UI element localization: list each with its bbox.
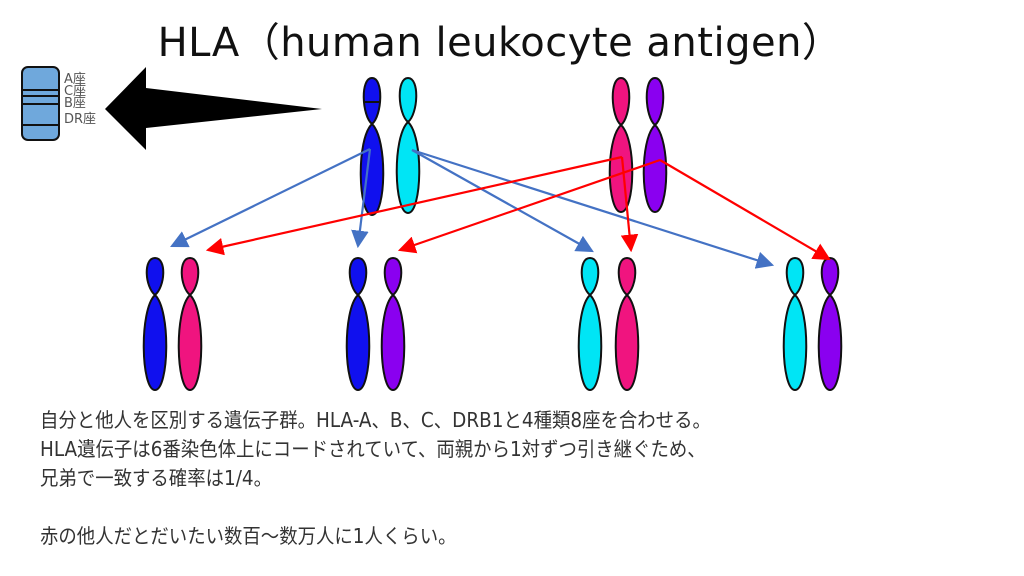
child-3-paternal-chromosome [577, 256, 603, 392]
inherit-arrow-father [351, 148, 372, 249]
inherit-arrow-father [170, 148, 371, 248]
inherit-arrow-mother [397, 158, 661, 254]
inherit-arrow-mother [659, 159, 831, 261]
child-1-maternal-chromosome [177, 256, 203, 392]
inherit-arrow-father [411, 148, 775, 269]
text-line-3: 兄弟で一致する確率は1/4。 [40, 466, 273, 490]
inherit-arrow-mother [205, 155, 623, 256]
child-1-paternal-chromosome [142, 256, 168, 392]
mother-chromosome-a [608, 76, 634, 214]
child-4-paternal-chromosome [782, 256, 808, 392]
text-line-1: 自分と他人を区別する遺伝子群。HLA-A、B、C、DRB1と4種類8座を合わせる… [40, 408, 711, 432]
text-line-4: 赤の他人だとだいたい数百〜数万人に1人くらい。 [40, 524, 457, 548]
child-3-maternal-chromosome [614, 256, 640, 392]
locus-dr: DR座 [64, 112, 97, 127]
explanation-text: 自分と他人を区別する遺伝子群。HLA-A、B、C、DRB1と4種類8座を合わせる… [40, 406, 711, 551]
slide-title: HLA（human leukocyte antigen） [157, 20, 843, 66]
large-left-arrow [105, 67, 322, 150]
locus-c: C座 [64, 84, 87, 99]
mother-chromosome-b [642, 76, 668, 214]
child-2-paternal-chromosome [345, 256, 371, 392]
gene-map-chromosome [21, 66, 60, 141]
locus-a: A座 [64, 72, 86, 87]
child-2-maternal-chromosome [380, 256, 406, 392]
inherit-arrow-father [411, 149, 594, 253]
father-chromosome-b [395, 76, 421, 215]
loci-labels: A座 C座 B座 DR座 [64, 72, 97, 127]
locus-b: B座 [64, 96, 86, 111]
text-line-2: HLA遺伝子は6番染色体上にコードされていて、両親から1対ずつ引き継ぐため、 [40, 437, 706, 461]
child-4-maternal-chromosome [817, 256, 843, 392]
